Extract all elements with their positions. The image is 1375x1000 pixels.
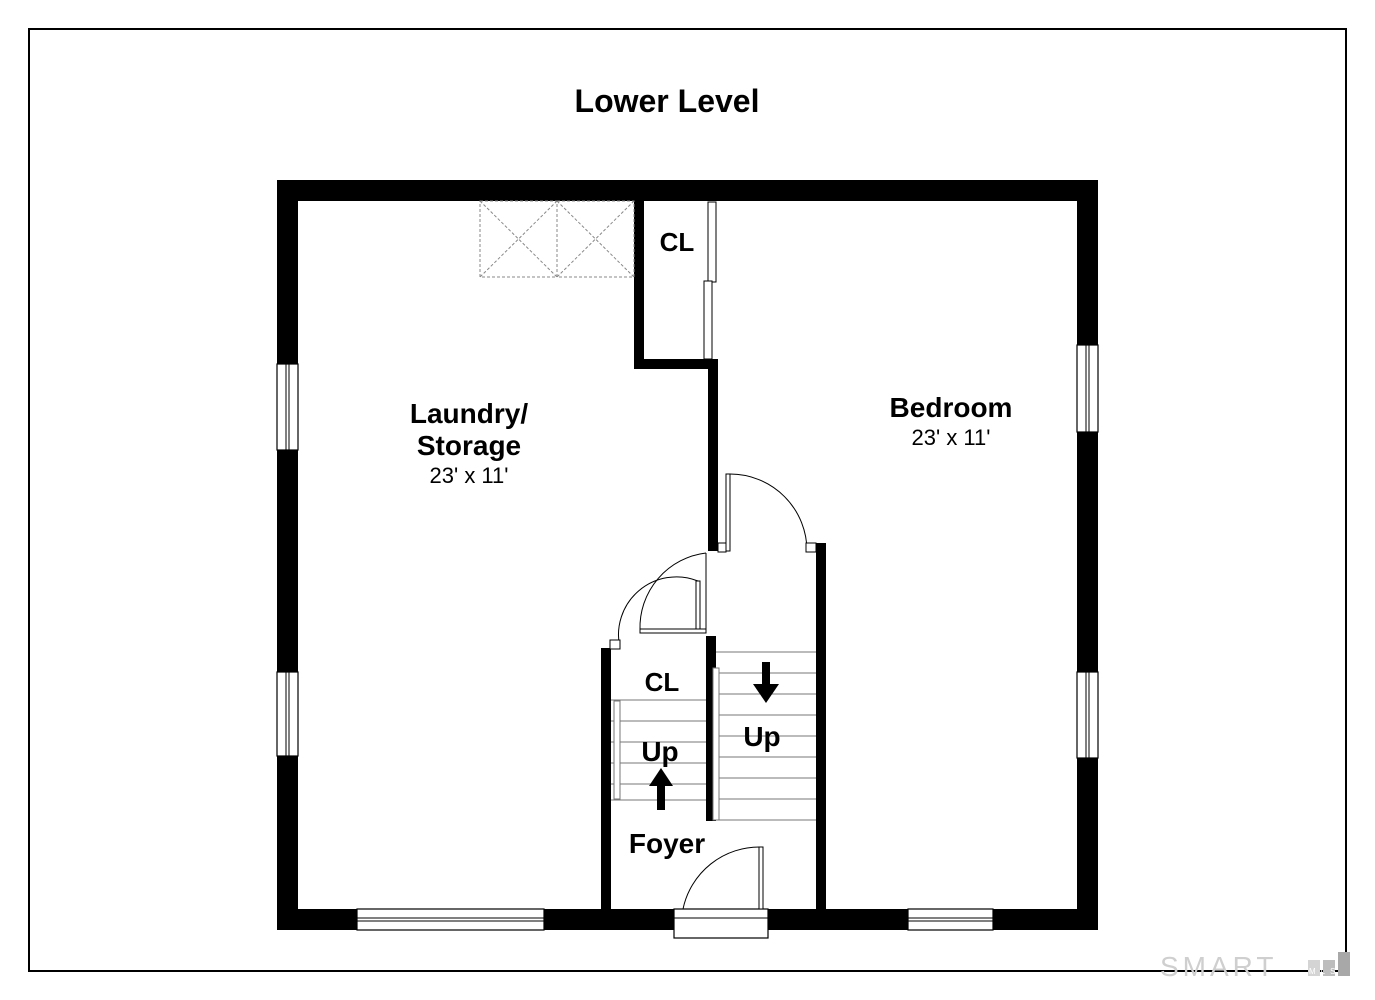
windows [274, 344, 1101, 932]
stair-closet-door [609, 576, 707, 650]
stair-right-label: Up [743, 721, 780, 752]
interior-walls [601, 199, 826, 911]
watermark-text: SMART [1160, 951, 1278, 982]
watermark-sub: MLS [1309, 967, 1340, 976]
closet-stair-name: CL [645, 667, 680, 697]
closet-top-door [703, 201, 718, 360]
foyer-name: Foyer [629, 828, 705, 859]
laundry-dims: 23' x 11' [430, 463, 509, 488]
stair-left-label: Up [641, 736, 678, 767]
laundry-door [639, 552, 707, 631]
bedroom-name: Bedroom [890, 392, 1013, 423]
bedroom-door [717, 473, 817, 553]
storage-shelves [479, 200, 635, 278]
bedroom-dims: 23' x 11' [912, 425, 991, 450]
laundry-name-line2: Storage [417, 430, 521, 461]
plan-title: Lower Level [575, 83, 760, 119]
watermark-logo: SMART MLS [1160, 951, 1350, 982]
stair-arrow-up-icon [649, 768, 673, 810]
exterior-walls [277, 180, 1098, 930]
closet-top-name: CL [660, 227, 695, 257]
stair-arrow-down-icon [753, 662, 779, 703]
laundry-name-line1: Laundry/ [410, 398, 528, 429]
page-frame [28, 28, 1347, 972]
front-door [673, 846, 769, 939]
